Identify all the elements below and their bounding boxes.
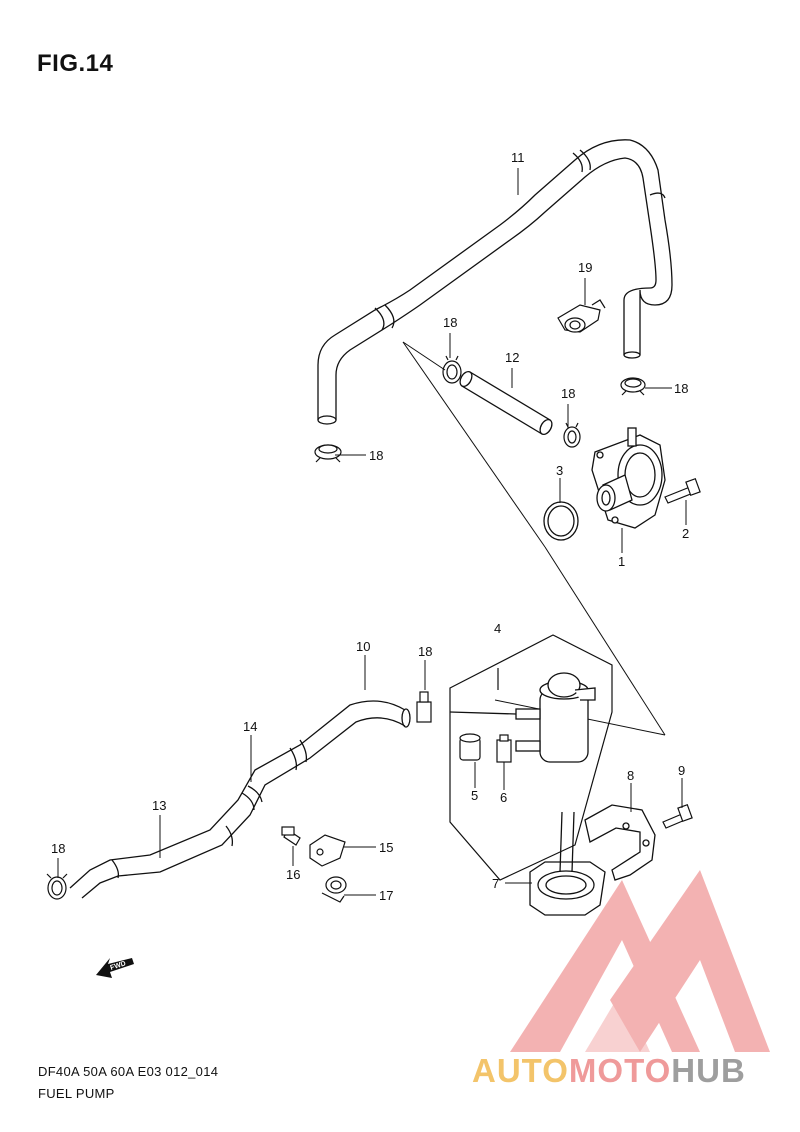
callout-5: 5 [471,788,478,803]
clamp-19 [557,299,606,333]
o-ring-3 [543,501,579,541]
clamp-18-d [620,377,646,396]
callout-4: 4 [494,621,501,636]
joint-5 [459,733,481,761]
callout-14: 14 [243,719,257,734]
bracket-8 [584,804,656,881]
footer-section-name: FUEL PUMP [38,1086,115,1101]
fwd-arrow-icon: FWD [96,958,134,978]
callout-10: 10 [356,639,370,654]
clamp-18-f [46,873,68,900]
hose-10-14-13 [69,700,411,899]
leader-lines [57,168,687,896]
clamp-18-c [563,422,581,448]
hose-12 [459,370,553,436]
clamp-18-a [314,444,342,463]
callout-1: 1 [618,554,625,569]
callout-17: 17 [379,888,393,903]
fuel-filter [449,672,596,763]
callout-15: 15 [379,840,393,855]
figure-title: FIG.14 [37,50,114,77]
callout-6: 6 [500,790,507,805]
callout-12: 12 [505,350,519,365]
clamp-18-b [442,355,462,384]
explosion-lines [402,341,666,736]
clamp-6 [496,734,512,763]
callout-13: 13 [152,798,166,813]
footer-model-line: DF40A 50A 60A E03 012_014 [38,1064,219,1079]
watermark-auto: AUTO [472,1052,569,1089]
clamp-bracket-7 [529,811,606,916]
filter-assembly-4 [449,634,613,881]
clip-15 [309,834,346,867]
clamp-18-e [416,691,432,723]
callout-18-d: 18 [674,381,688,396]
hose-11 [317,139,673,425]
callout-18-a: 18 [443,315,457,330]
watermark-moto: MOTO [568,1052,672,1089]
callout-9: 9 [678,763,685,778]
callout-18-e: 18 [418,644,432,659]
bolt-9 [662,803,693,829]
bolt-16 [281,826,301,846]
callout-2: 2 [682,526,689,541]
fuel-pump-1 [591,427,666,529]
callout-3: 3 [556,463,563,478]
callout-18-b: 18 [561,386,575,401]
watermark-text: AUTOMOTOHUB [472,1052,746,1090]
callout-labels: 11 19 18 12 18 18 18 3 2 1 4 10 18 14 13… [51,150,689,903]
callout-18-f: 18 [51,841,65,856]
callout-7: 7 [492,876,499,891]
bolt-2 [664,477,701,504]
callout-18-c: 18 [369,448,383,463]
fwd-label: FWD [109,960,126,972]
watermark-logo [510,870,770,1052]
callout-16: 16 [286,867,300,882]
clip-17 [321,876,347,903]
callout-8: 8 [627,768,634,783]
watermark-hub: HUB [671,1052,746,1089]
callout-19: 19 [578,260,592,275]
callout-11: 11 [511,150,525,165]
